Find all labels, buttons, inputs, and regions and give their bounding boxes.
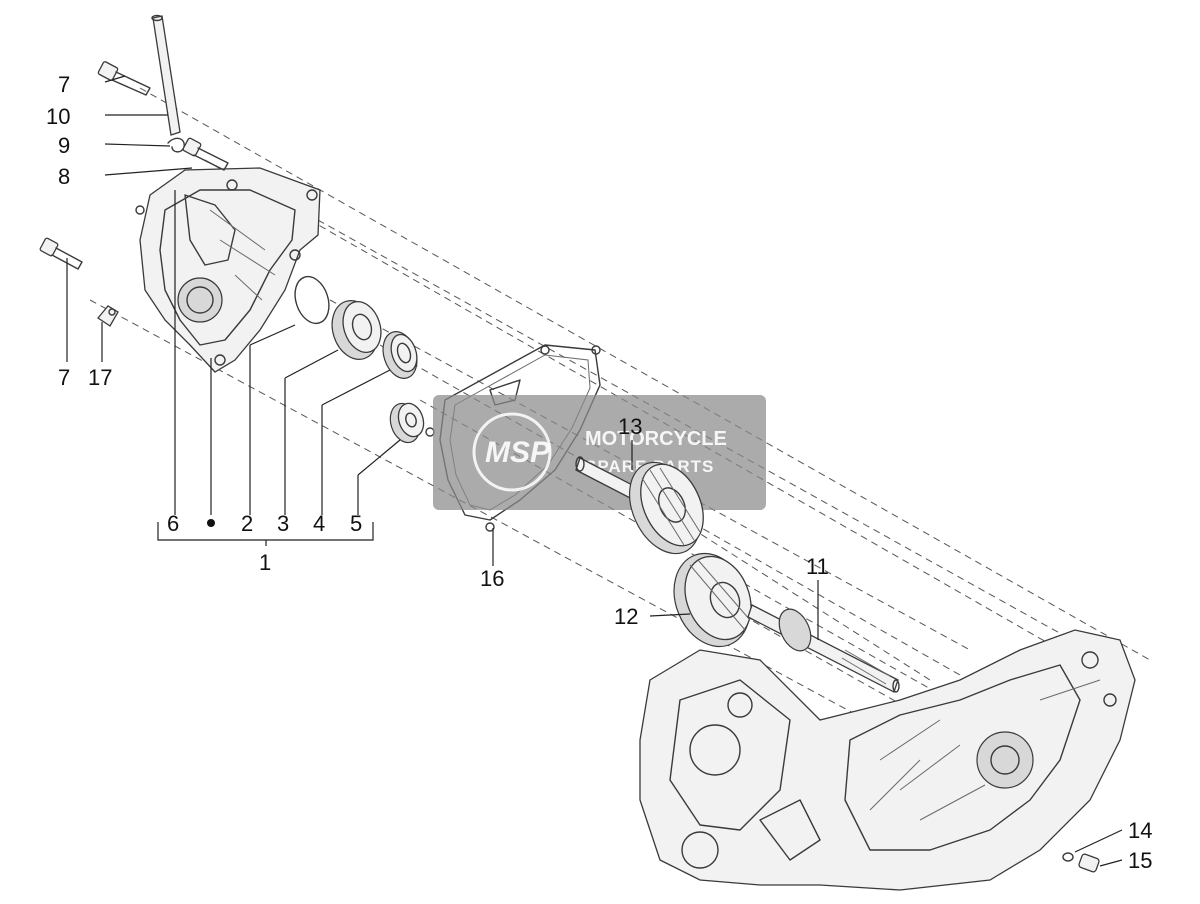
screw-eight — [182, 137, 229, 171]
callout-5: 5 — [350, 511, 362, 536]
watermark-line1: MOTORCYCLE — [585, 428, 727, 450]
callout-7-bottom: 7 — [58, 365, 70, 390]
callout-9: 9 — [58, 133, 70, 158]
part-marker-dot — [207, 519, 215, 527]
callout-2: 2 — [241, 511, 253, 536]
callout-3: 3 — [277, 511, 289, 536]
gearbox-cover — [135, 167, 321, 373]
drain-washer — [1062, 852, 1074, 862]
engine-crankcase — [639, 629, 1136, 891]
gear-shaft-upper — [575, 456, 704, 555]
callout-8: 8 — [58, 164, 70, 189]
bearing-large — [331, 300, 382, 360]
callout-14: 14 — [1128, 818, 1152, 843]
drive-shaft — [747, 604, 900, 693]
washer-tab — [97, 305, 119, 327]
watermark-logo: MSP — [485, 436, 551, 469]
drain-plug — [1078, 853, 1100, 873]
screw-top — [97, 61, 151, 96]
oil-seal — [382, 331, 418, 379]
leader-lines — [66, 75, 1123, 867]
callout-13: 13 — [618, 414, 642, 439]
callout-labels: 7 10 9 8 7 17 6 2 3 4 5 1 16 13 12 11 14… — [46, 72, 1152, 873]
callout-1: 1 — [259, 550, 271, 575]
callout-17: 17 — [88, 365, 112, 390]
gear-twelve — [673, 552, 752, 648]
clip-part — [167, 137, 185, 153]
callout-10: 10 — [46, 104, 70, 129]
watermark: MSP MOTORCYCLE SPARE PARTS — [433, 395, 766, 510]
callout-12: 12 — [614, 604, 638, 629]
callout-16: 16 — [480, 566, 504, 591]
oil-dipstick-rod — [151, 14, 181, 136]
bearing-small — [389, 402, 425, 444]
circlip — [294, 275, 330, 325]
callout-11: 11 — [806, 554, 829, 579]
screw-bottom — [39, 237, 83, 270]
callout-4: 4 — [313, 511, 325, 536]
callout-7-top: 7 — [58, 72, 70, 97]
callout-6: 6 — [167, 511, 179, 536]
callout-15: 15 — [1128, 848, 1152, 873]
